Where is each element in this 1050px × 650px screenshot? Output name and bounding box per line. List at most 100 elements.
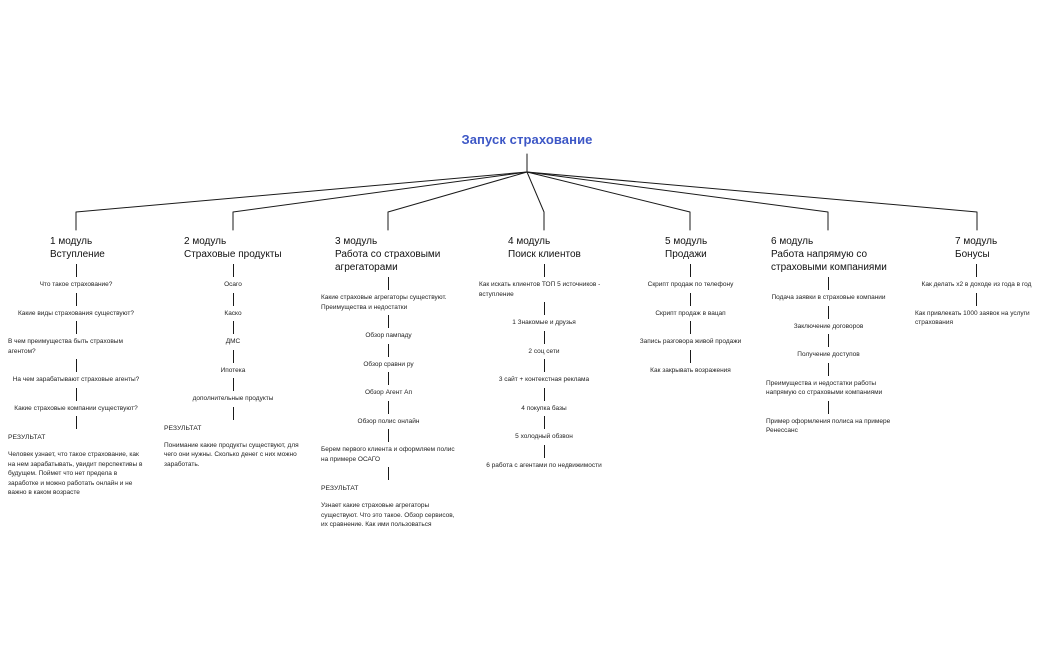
connector-line — [232, 378, 234, 391]
module-item[interactable]: Получение доступов — [797, 351, 860, 358]
module-7-column: 7 модуль Бонусы Как делать х2 в доходе и… — [915, 234, 1038, 328]
module-title: Продажи — [665, 249, 707, 260]
connector-line — [828, 334, 829, 347]
module-item[interactable]: Скрипт продаж по телефону — [647, 281, 734, 288]
connector-line — [388, 315, 389, 328]
module-item[interactable]: Обзор пампаду — [365, 332, 412, 339]
module-item[interactable]: Как привлекать 1000 заявок на услуги стр… — [915, 309, 1030, 327]
branch-line-5 — [526, 171, 691, 231]
branch-line-1 — [75, 171, 528, 231]
connector-line — [388, 343, 389, 357]
connector-line — [75, 387, 77, 401]
module-1-heading[interactable]: 1 модуль Вступление — [50, 235, 105, 261]
module-5-heading[interactable]: 5 модуль Продажи — [665, 235, 707, 261]
module-item[interactable]: Какие виды страхования существуют? — [18, 309, 134, 317]
connector-line — [232, 292, 234, 306]
module-item[interactable]: Как делать х2 в доходе из года в год — [921, 281, 1032, 288]
module-item[interactable]: В чем преимущества быть страховым агенто… — [8, 338, 123, 355]
module-item[interactable]: Каско — [224, 309, 242, 317]
connector-line — [75, 292, 77, 306]
module-title: Работа со страховыми агрегаторами — [335, 249, 441, 273]
connector-line — [690, 264, 691, 277]
module-item[interactable]: 3 сайт + контекстная реклама — [498, 376, 590, 383]
connector-line — [388, 467, 389, 480]
module-number: 4 модуль — [508, 236, 551, 247]
module-title: Работа напрямую со страховыми компаниями — [771, 249, 887, 273]
module-item[interactable]: 4 покупка базы — [521, 404, 567, 412]
module-item[interactable]: Обзор полис онлайн — [357, 417, 420, 425]
module-4-column: 4 модуль Поиск клиентов Как искать клиен… — [479, 234, 609, 470]
module-title: Поиск клиентов — [508, 249, 581, 260]
module-item[interactable]: Пример оформления полиса на примере Рене… — [766, 417, 891, 435]
connector-line — [543, 359, 545, 372]
connector-line — [388, 429, 389, 442]
connector-line — [388, 372, 389, 385]
result-label: РЕЗУЛЬТАТ — [164, 424, 202, 432]
connector-line — [828, 400, 829, 414]
module-item[interactable]: 6 работа с агентами по недвижимости — [486, 461, 602, 469]
branch-line-4 — [526, 171, 545, 231]
module-item[interactable]: Подача заявки в страховые компании — [771, 294, 886, 301]
module-2-column: 2 модуль Страховые продукты Осаго Каско … — [164, 234, 302, 469]
module-item[interactable]: Какие страховые агрегаторы существуют. П… — [321, 294, 447, 311]
module-item[interactable]: Преимущества и недостатки работы напряму… — [766, 379, 883, 397]
module-item[interactable]: 1 Знакомые и друзья — [512, 319, 576, 326]
root-node-title[interactable]: Запуск страхование — [461, 132, 593, 147]
module-5-column: 5 модуль Продажи Скрипт продаж по телефо… — [630, 234, 751, 375]
module-number: 1 модуль — [50, 236, 93, 247]
result-text[interactable]: Узнает какие страховые агрегаторы сущест… — [321, 502, 455, 528]
module-2-heading[interactable]: 2 модуль Страховые продукты — [184, 235, 282, 261]
connector-line — [543, 302, 545, 315]
module-item[interactable]: Как закрывать возражения — [650, 366, 731, 374]
module-title: Вступление — [50, 249, 105, 260]
branch-line-7 — [526, 171, 978, 231]
module-item[interactable]: На чем зарабатывают страховые агенты? — [12, 376, 140, 383]
connector-line — [828, 277, 829, 290]
module-item[interactable]: Заключение договоров — [793, 322, 864, 330]
connector-line — [75, 321, 77, 334]
connector-line — [543, 264, 545, 277]
connector-line — [232, 264, 234, 277]
connector-line — [690, 349, 691, 363]
connector-line — [75, 416, 77, 429]
module-number: 7 модуль — [955, 236, 998, 247]
module-item[interactable]: Что такое страхование? — [39, 281, 113, 288]
result-label: РЕЗУЛЬТАТ — [321, 485, 359, 492]
module-item[interactable]: Запись разговора живой продажи — [639, 338, 742, 345]
module-item[interactable]: Берем первого клиента и оформляем полис … — [321, 446, 455, 463]
connector-line — [388, 400, 389, 414]
module-item[interactable]: Обзор сравни ру — [363, 360, 414, 368]
connector-line — [828, 305, 829, 319]
module-item[interactable]: Какие страховые компании существуют? — [14, 404, 138, 412]
module-4-heading[interactable]: 4 модуль Поиск клиентов — [508, 235, 581, 261]
module-item[interactable]: ДМС — [225, 338, 241, 345]
result-text[interactable]: Человек узнает, что такое страхование, к… — [8, 451, 143, 496]
connector-line — [543, 444, 545, 458]
result-text[interactable]: Понимание какие продукты существуют, для… — [164, 441, 299, 468]
connector-line — [388, 277, 389, 290]
connector-line — [690, 321, 691, 334]
module-item[interactable]: 5 холодный обзвон — [515, 433, 573, 440]
connector-line — [543, 330, 545, 344]
branch-line-2 — [232, 171, 528, 231]
connector-line — [976, 264, 977, 277]
module-item[interactable]: Осаго — [224, 281, 242, 288]
module-6-heading[interactable]: 6 модуль Работа напрямую со страховыми к… — [771, 235, 891, 274]
module-item[interactable]: Обзор Агент Ап — [365, 389, 412, 396]
module-number: 3 модуль — [335, 236, 378, 247]
module-6-column: 6 модуль Работа напрямую со страховыми к… — [766, 234, 891, 436]
module-item[interactable]: Скрипт продаж в вацап — [655, 309, 726, 317]
module-item[interactable]: Как искать клиентов ТОП 5 источников - в… — [479, 281, 601, 298]
module-1-column: 1 модуль Вступление Что такое страховани… — [8, 234, 144, 498]
connector-line — [75, 264, 77, 277]
module-item[interactable]: Ипотека — [220, 366, 246, 374]
connector-line — [232, 321, 234, 334]
module-3-heading[interactable]: 3 модуль Работа со страховыми агрегатора… — [335, 235, 456, 274]
module-item[interactable]: дополнительные продукты — [192, 395, 274, 402]
connector-line — [232, 349, 234, 363]
connector-line — [75, 359, 77, 372]
module-7-heading[interactable]: 7 модуль Бонусы — [955, 235, 997, 261]
module-item[interactable]: 2 соц сети — [528, 347, 560, 355]
